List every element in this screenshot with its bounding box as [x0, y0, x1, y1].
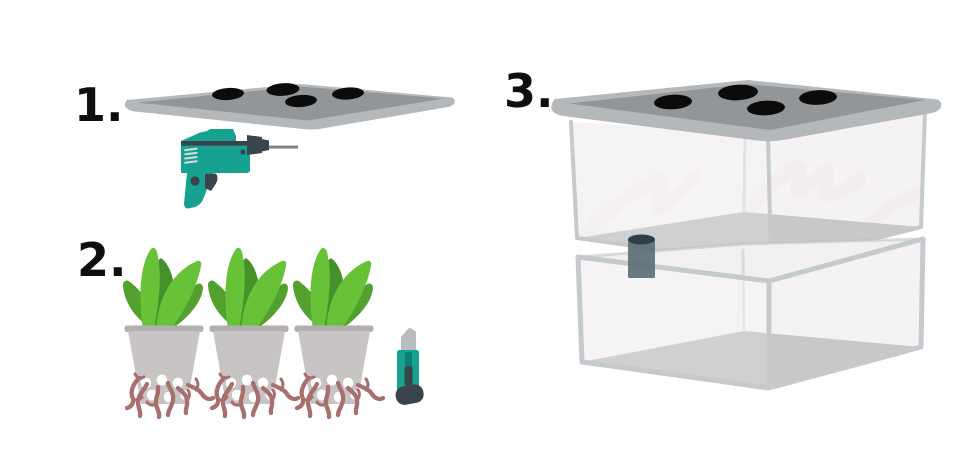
step-3-group: 3.: [504, 64, 942, 391]
stacked-reservoir-assembly-icon: [551, 80, 942, 391]
upper-tub-front-right-wall: [768, 112, 925, 265]
knife-slider: [404, 366, 413, 386]
seedling-net-pot-icon: [293, 248, 383, 417]
knife-end-cap: [395, 384, 424, 405]
step-1-label: 1.: [74, 78, 123, 132]
plug-body: [628, 239, 655, 278]
drill-handle-dot: [190, 176, 200, 186]
container-lid-holes: [654, 84, 837, 116]
container-lid: [551, 80, 942, 142]
net-pot-plug-icon: [628, 234, 655, 278]
drill-top-stripe: [181, 141, 250, 146]
drill-vents: [184, 147, 198, 164]
knife-blade: [401, 327, 416, 352]
drill-trigger: [205, 173, 218, 191]
step-1-group: 1.: [74, 78, 455, 209]
plug-top-opening: [628, 234, 655, 245]
drill-side-dot: [240, 149, 246, 155]
lower-tub-front-left-wall: [578, 257, 769, 388]
seedling-net-pot-icon: [123, 248, 213, 417]
drill-chuck: [247, 135, 262, 155]
step-3-label: 3.: [504, 64, 553, 118]
step-2-group: 2.: [77, 233, 424, 417]
lower-tub-front-right-wall: [769, 239, 923, 388]
drill-chuck-tip: [262, 139, 269, 152]
lid-holes: [212, 83, 364, 108]
power-drill-icon: [181, 129, 298, 209]
lower-tub: [575, 236, 926, 391]
step-2-label: 2.: [77, 233, 126, 287]
drill-body: [181, 129, 250, 173]
upper-tub-front-left-wall: [571, 122, 771, 265]
drilled-lid-icon: [124, 83, 455, 130]
drill-bit: [269, 145, 298, 149]
utility-knife-icon: [395, 327, 424, 405]
seedling-net-pot-icon: [208, 248, 298, 417]
